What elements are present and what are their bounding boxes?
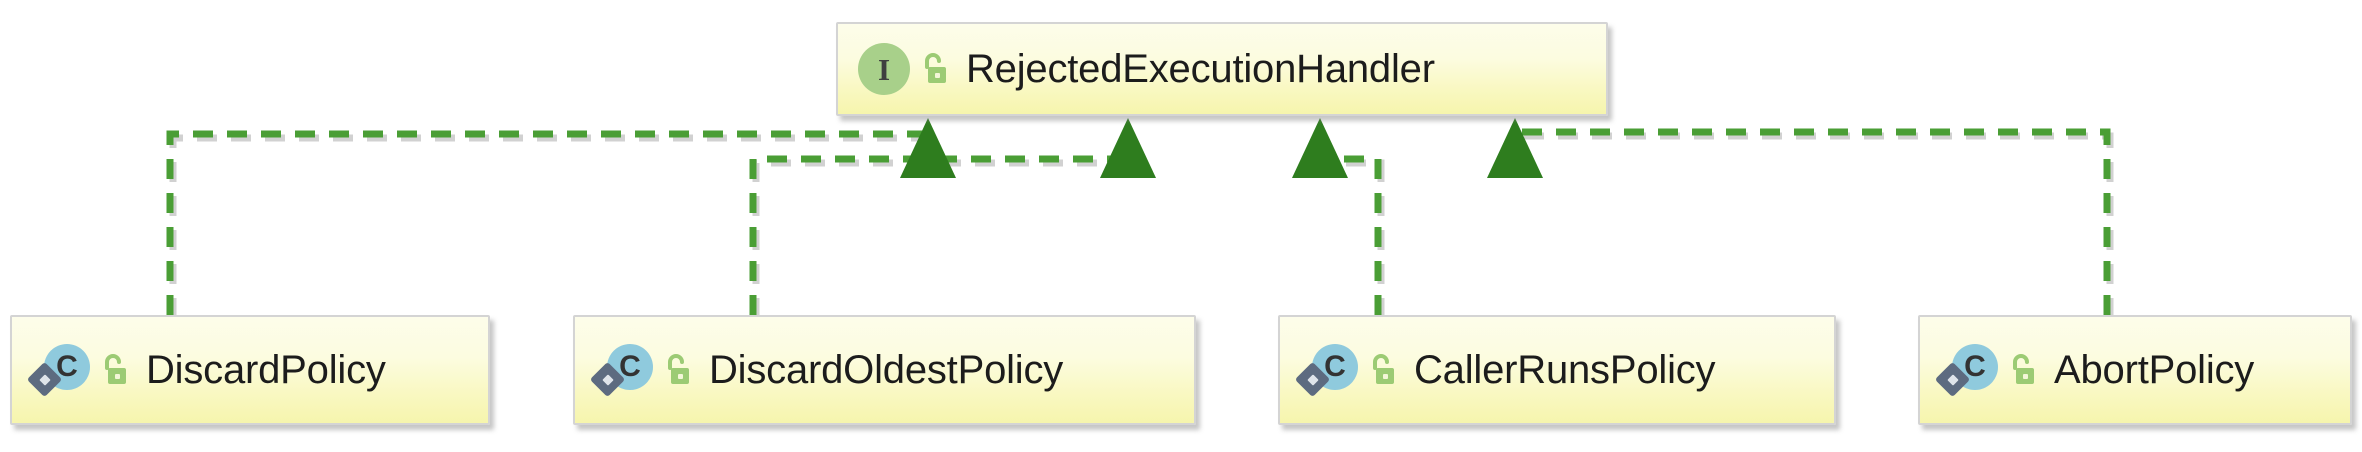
connector-abortpolicy (1515, 128, 2111, 315)
arrowhead-callerrunspolicy (1292, 118, 1348, 178)
class-badge-icon: C (1294, 341, 1358, 399)
class-icon-group: C (26, 341, 130, 399)
class-name-label: DiscardOldestPolicy (709, 348, 1064, 392)
class-icon-group: C (1294, 341, 1398, 399)
unlocked-padlock-icon (100, 353, 130, 387)
class-badge-icon: C (589, 341, 653, 399)
class-badge-letter: C (56, 350, 78, 383)
class-badge-letter: C (619, 350, 641, 383)
interface-name-label: RejectedExecutionHandler (966, 47, 1435, 91)
class-icon-group: C (1934, 341, 2038, 399)
arrowhead-discardpolicy (900, 118, 956, 178)
class-badge-icon: C (1934, 341, 1998, 399)
class-badge-letter: C (1324, 350, 1346, 383)
unlocked-padlock-icon (920, 52, 950, 86)
class-node-discardoldestpolicy[interactable]: C DiscardOldestPolicy (573, 315, 1196, 425)
interface-badge-icon: I (858, 43, 910, 95)
class-badge-icon: C (26, 341, 90, 399)
class-name-label: AbortPolicy (2054, 348, 2255, 392)
interface-icon-group: I (858, 43, 950, 95)
class-badge-letter: C (1964, 350, 1986, 383)
realization-connectors (166, 128, 2111, 315)
connector-discardpolicy (166, 130, 928, 315)
class-node-abortpolicy[interactable]: C AbortPolicy (1918, 315, 2352, 425)
arrowhead-abortpolicy (1487, 118, 1543, 178)
unlocked-padlock-icon (1368, 353, 1398, 387)
unlocked-padlock-icon (2008, 353, 2038, 387)
connector-discardoldestpolicy (749, 155, 1128, 315)
class-name-label: DiscardPolicy (146, 348, 386, 392)
class-name-label: CallerRunsPolicy (1414, 348, 1716, 392)
class-node-callerrunspolicy[interactable]: C CallerRunsPolicy (1278, 315, 1836, 425)
realization-arrowheads (900, 118, 1543, 178)
interface-badge-letter: I (877, 51, 891, 87)
connector-callerrunspolicy (1320, 155, 1382, 315)
arrowhead-discardoldestpolicy (1100, 118, 1156, 178)
unlocked-padlock-icon (663, 353, 693, 387)
class-node-discardpolicy[interactable]: C DiscardPolicy (10, 315, 490, 425)
class-icon-group: C (589, 341, 693, 399)
interface-node-rejectedexecutionhandler[interactable]: I RejectedExecutionHandler (836, 22, 1608, 116)
